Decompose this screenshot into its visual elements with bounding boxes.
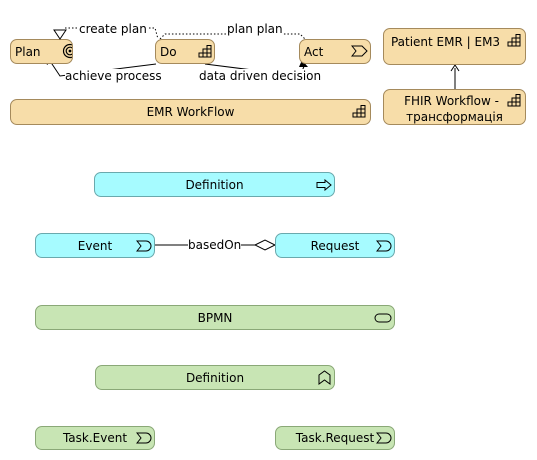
plan-node[interactable]: Plan — [10, 39, 73, 64]
definition-application-label: Definition — [185, 177, 244, 192]
work-package-icon — [198, 45, 212, 58]
fhir-workflow-label-line1: FHIR Workflow - — [404, 94, 499, 108]
do-label: Do — [160, 44, 177, 59]
achieve-process-edge[interactable] — [49, 60, 157, 77]
definition-application-node[interactable]: Definition — [94, 172, 335, 197]
goal-target-icon — [62, 43, 72, 59]
do-node[interactable]: Do — [155, 39, 215, 64]
plan-label: Plan — [15, 44, 41, 59]
definition-business-label: Definition — [185, 370, 245, 385]
definition-business-node[interactable]: Definition — [95, 365, 335, 390]
plan-plan-label: plan plan — [227, 22, 283, 36]
event-node[interactable]: Event — [35, 233, 155, 258]
event-icon — [136, 432, 152, 444]
data-driven-decision-label: data driven decision — [199, 69, 322, 83]
work-package-icon — [507, 34, 521, 47]
bpmn-label: BPMN — [197, 310, 233, 325]
emr-workflow-node[interactable]: EMR WorkFlow — [10, 99, 371, 125]
create-plan-triangle-icon — [53, 29, 67, 40]
create-plan-label: create plan — [79, 22, 147, 36]
service-icon — [374, 313, 392, 323]
event-icon — [376, 432, 392, 444]
patient-emr-label: Patient EMR | EM3 — [390, 35, 501, 49]
process-arrow-icon — [351, 45, 368, 57]
fhir-to-patient-arrowhead — [450, 64, 460, 72]
request-node[interactable]: Request — [275, 233, 395, 258]
work-package-icon — [352, 105, 366, 118]
work-package-icon — [507, 94, 521, 107]
based-on-diamond — [253, 239, 277, 251]
event-icon — [376, 240, 392, 252]
act-node[interactable]: Act — [299, 39, 371, 64]
task-event-node[interactable]: Task.Event — [35, 426, 155, 450]
bpmn-node[interactable]: BPMN — [35, 305, 395, 330]
function-icon — [318, 370, 331, 385]
patient-emr-node[interactable]: Patient EMR | EM3 — [383, 28, 526, 65]
event-label: Event — [77, 238, 113, 253]
task-request-label: Task.Request — [295, 431, 375, 445]
emr-workflow-label: EMR WorkFlow — [146, 105, 235, 119]
achieve-process-label: achieve process — [65, 69, 162, 83]
fhir-workflow-node[interactable]: FHIR Workflow - трансформація — [383, 89, 526, 125]
request-label: Request — [310, 238, 360, 253]
fhir-workflow-label-line2: трансформація — [406, 110, 503, 124]
task-request-node[interactable]: Task.Request — [275, 426, 395, 450]
based-on-label: basedOn — [188, 238, 242, 252]
process-arrow-icon — [316, 179, 332, 191]
event-icon — [136, 240, 152, 252]
task-event-label: Task.Event — [62, 431, 128, 445]
act-label: Act — [304, 44, 324, 59]
